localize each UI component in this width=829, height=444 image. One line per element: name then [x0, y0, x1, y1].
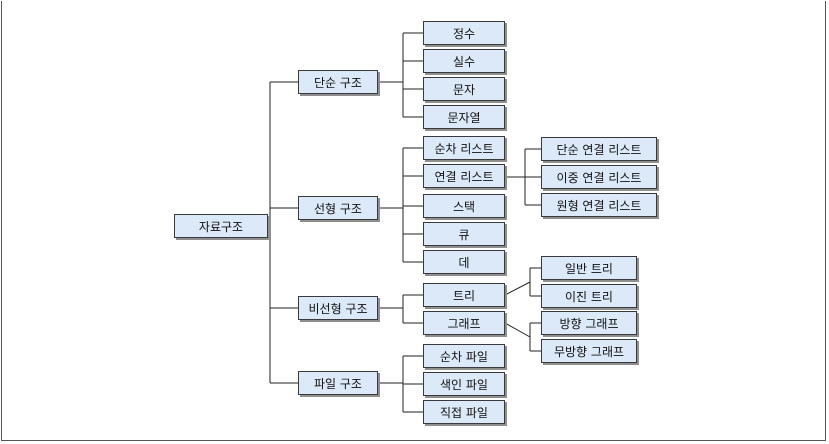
node-general-tree[interactable]: 일반 트리	[541, 256, 637, 280]
node-nonlinear-structure[interactable]: 비선형 구조	[298, 296, 378, 320]
node-circular-linked-list[interactable]: 원형 연결 리스트	[541, 193, 657, 217]
node-sequential-file[interactable]: 순차 파일	[423, 344, 505, 368]
connector-linked	[505, 148, 541, 206]
connector-simple	[378, 32, 423, 118]
node-string[interactable]: 문자열	[423, 105, 505, 129]
connector-root	[268, 81, 298, 384]
node-undirected-graph[interactable]: 무방향 그래프	[541, 339, 637, 363]
node-doubly-linked-list[interactable]: 이중 연결 리스트	[541, 165, 657, 189]
connector-file	[378, 355, 423, 413]
node-sequential-list[interactable]: 순차 리스트	[423, 136, 505, 160]
node-linked-list[interactable]: 연결 리스트	[423, 164, 505, 188]
node-deque[interactable]: 데	[423, 250, 505, 274]
node-graph[interactable]: 그래프	[423, 311, 505, 335]
node-tree[interactable]: 트리	[423, 283, 505, 307]
node-direct-file[interactable]: 직접 파일	[423, 400, 505, 424]
node-indexed-file[interactable]: 색인 파일	[423, 372, 505, 396]
connector-nonlinear	[378, 294, 423, 324]
node-file-structure[interactable]: 파일 구조	[298, 371, 378, 395]
connector-graph	[504, 322, 541, 352]
connector-tree	[504, 267, 541, 297]
node-char[interactable]: 문자	[423, 77, 505, 101]
node-stack[interactable]: 스택	[423, 194, 505, 218]
node-directed-graph[interactable]: 방향 그래프	[541, 311, 637, 335]
node-root[interactable]: 자료구조	[174, 214, 268, 238]
node-linear-structure[interactable]: 선형 구조	[298, 196, 378, 220]
node-real[interactable]: 실수	[423, 49, 505, 73]
node-queue[interactable]: 큐	[423, 222, 505, 246]
node-singly-linked-list[interactable]: 단순 연결 리스트	[541, 137, 657, 161]
node-binary-tree[interactable]: 이진 트리	[541, 284, 637, 308]
node-simple-structure[interactable]: 단순 구조	[298, 70, 378, 94]
connector-linear	[378, 147, 423, 263]
node-integer[interactable]: 정수	[423, 21, 505, 45]
